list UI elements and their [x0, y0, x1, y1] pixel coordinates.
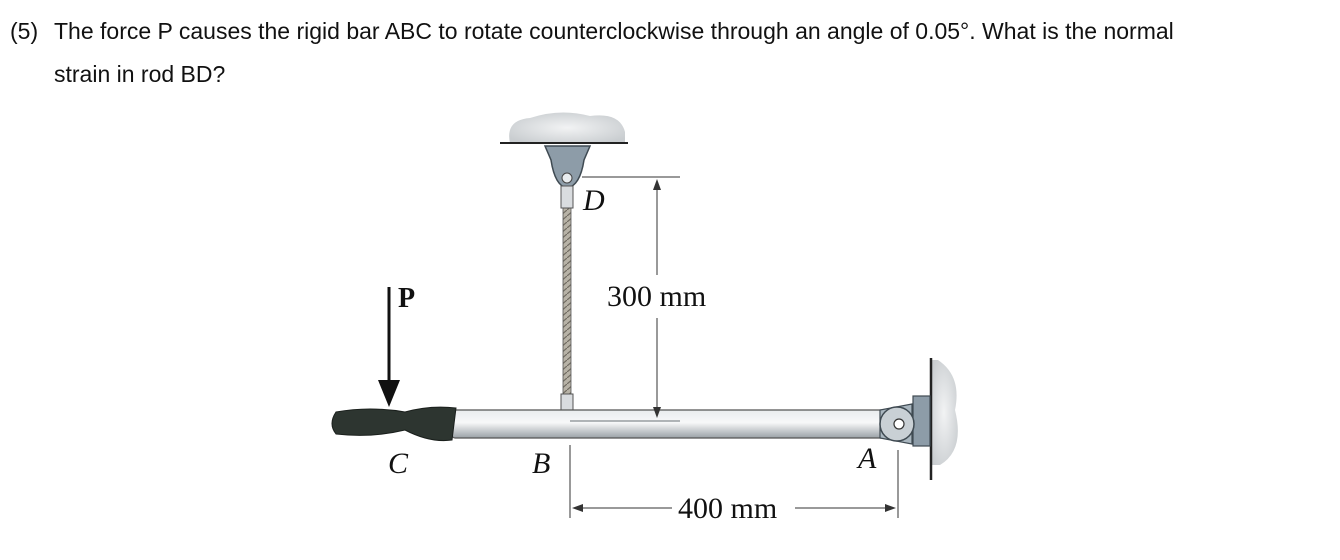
question-line-1: (5) The force P causes the rigid bar ABC …: [10, 10, 1320, 53]
ceiling-bracket: [543, 145, 592, 189]
question-line-2: strain in rod BD?: [54, 61, 226, 87]
label-300mm: 300 mm: [607, 280, 706, 313]
rod-bd: [560, 185, 574, 417]
rigid-bar-abc: [451, 409, 893, 439]
label-400mm: 400 mm: [678, 492, 777, 525]
label-point-d: D: [582, 184, 605, 217]
label-point-b: B: [532, 447, 550, 480]
force-arrow: [378, 287, 400, 407]
label-point-c: C: [388, 447, 409, 480]
question-number: (5): [10, 18, 39, 44]
dimension-300mm: [582, 176, 680, 418]
problem-statement: (5) The force P causes the rigid bar ABC …: [10, 10, 1320, 96]
bar-handle: [331, 406, 457, 441]
pin-support: [879, 358, 958, 480]
label-point-a: A: [856, 442, 877, 475]
dimension-400mm: [569, 445, 899, 518]
label-force-p: P: [398, 283, 415, 314]
question-text-1: The force P causes the rigid bar ABC to …: [54, 18, 1174, 44]
ceiling-support: [500, 112, 628, 144]
